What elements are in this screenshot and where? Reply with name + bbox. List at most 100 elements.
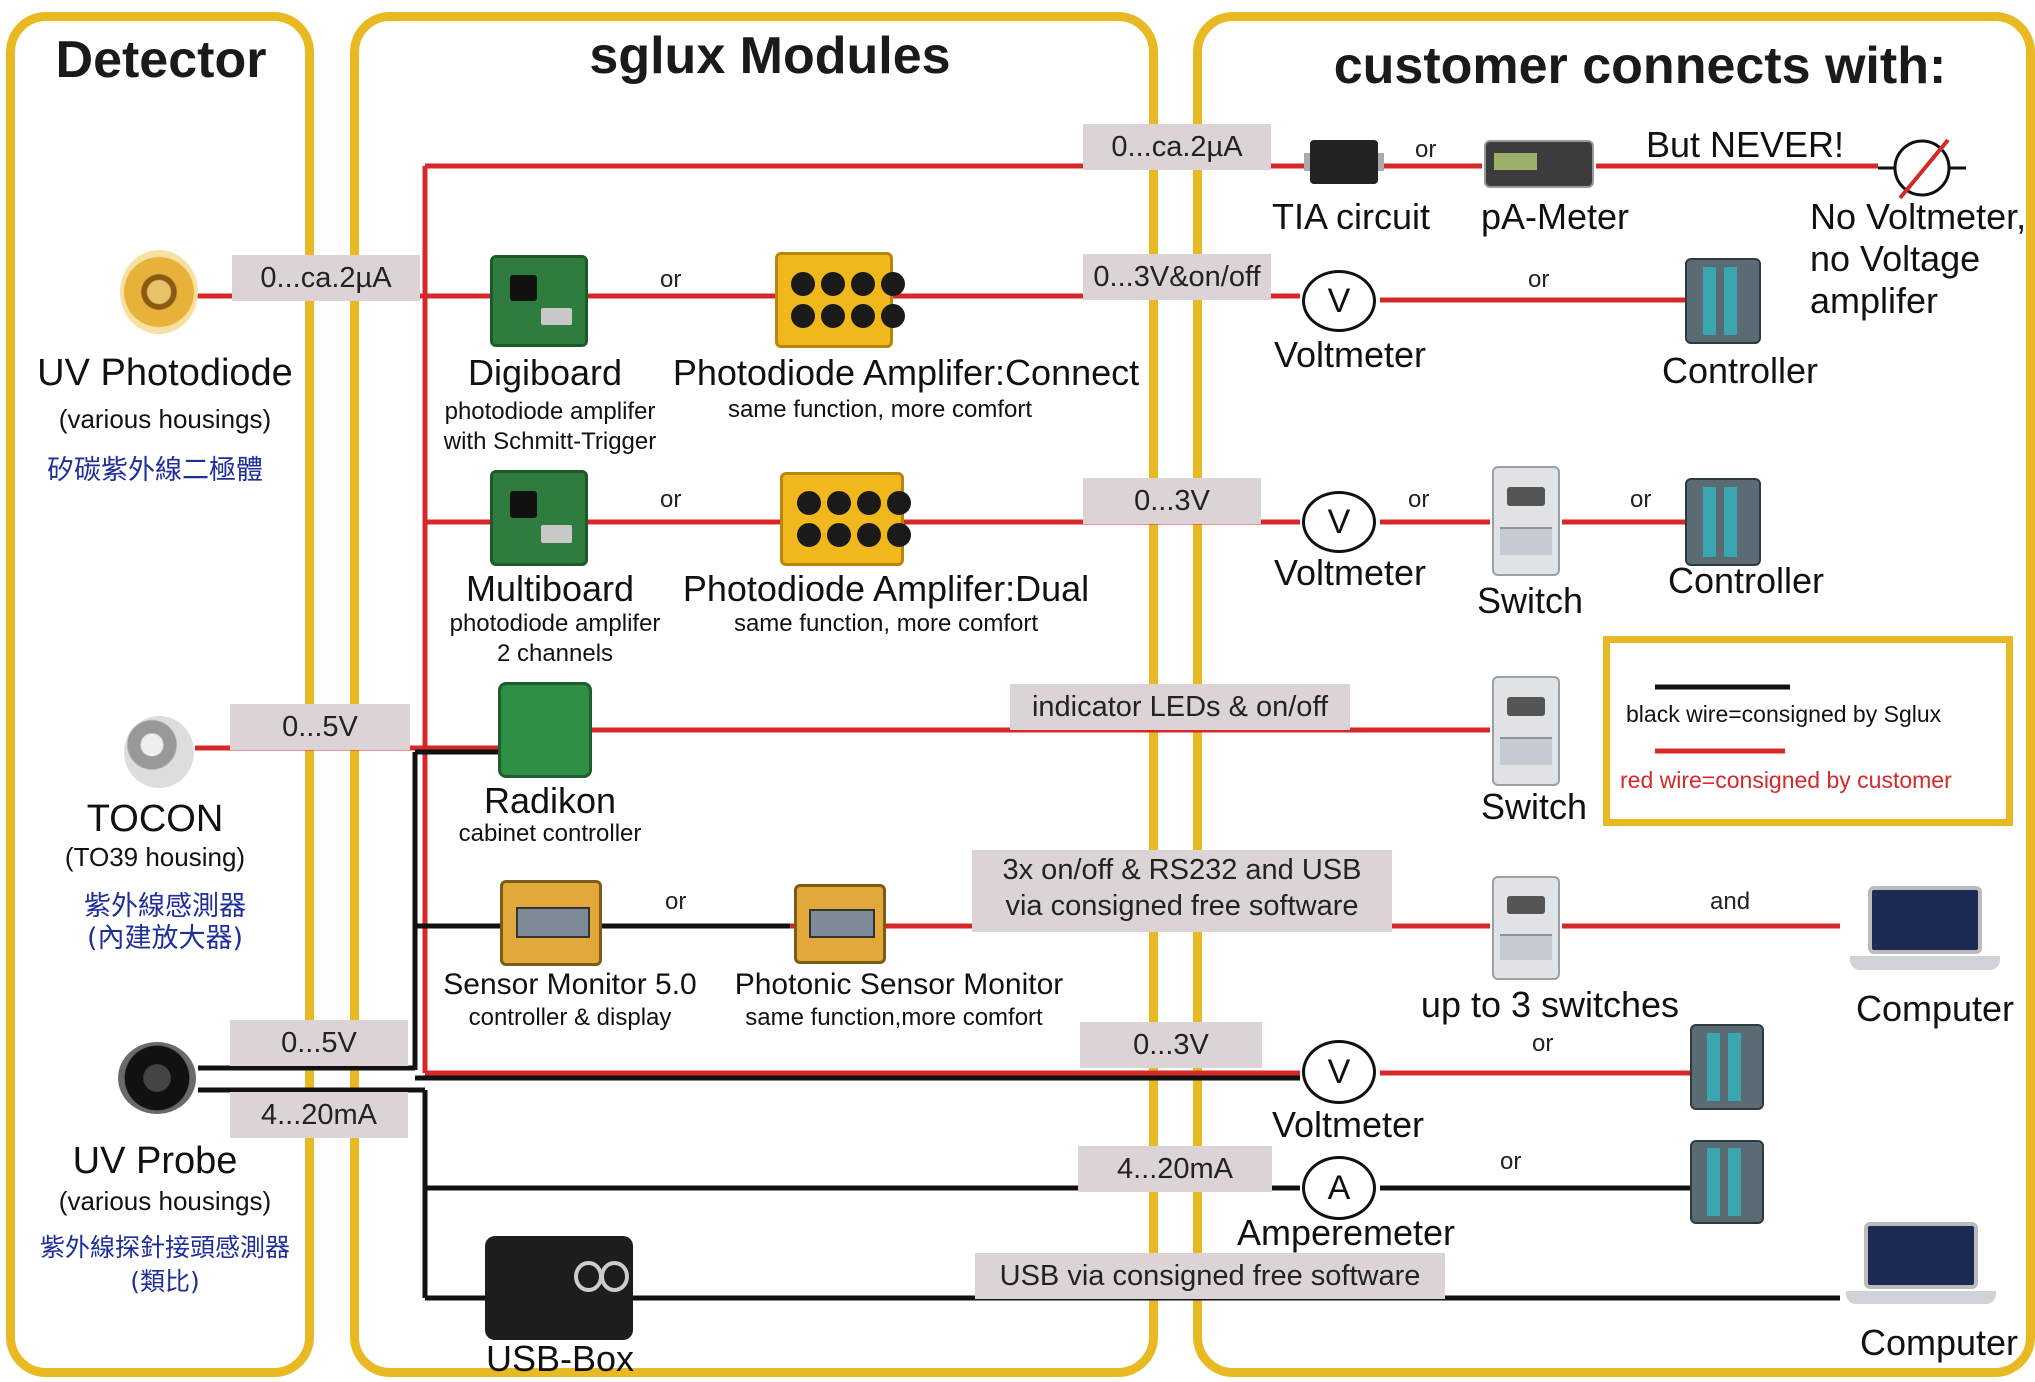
- photonic-monitor-image: [794, 884, 886, 964]
- controller-image-3: [1690, 1024, 1764, 1110]
- voltmeter-symbol-2: V: [1302, 491, 1376, 553]
- signal-tag-pd-out: 0...ca.2µA: [232, 255, 420, 301]
- pa-dual-label: Photodiode Amplifer:Dual: [682, 568, 1090, 609]
- computer-base-1: [1850, 956, 2000, 970]
- photonic-monitor-sub: same function,more comfort: [745, 1004, 1043, 1031]
- no-voltmeter-label-2: no Voltage: [1810, 238, 1981, 279]
- computer-label-2: Computer: [1859, 1322, 2019, 1363]
- legend-black-text: black wire=consigned by Sglux: [1626, 701, 1942, 727]
- controller-image-1: [1685, 258, 1761, 344]
- tocon-sub: (TO39 housing): [64, 842, 246, 872]
- but-never-label: But NEVER!: [1645, 124, 1845, 165]
- radikon-label: Radikon: [483, 780, 617, 821]
- or-amp-customer: or: [1500, 1148, 1522, 1175]
- switch-image-1: [1492, 466, 1560, 576]
- usb-box-image: [485, 1236, 633, 1340]
- voltmeter-symbol-3: V: [1302, 1040, 1376, 1104]
- pa-dual-sub: same function, more comfort: [733, 610, 1039, 637]
- multiboard-image: [490, 470, 588, 566]
- controller-label-1: Controller: [1661, 350, 1819, 391]
- sensor-monitor-image: [500, 880, 602, 966]
- computer-screen-2: [1864, 1222, 1978, 1289]
- voltmeter-symbol-1: V: [1302, 270, 1376, 332]
- signal-tag-volt-line: 0...3V: [1080, 1022, 1262, 1068]
- pa-connect-knobs: [791, 271, 906, 329]
- pa-meter-image: [1484, 140, 1594, 188]
- or-tia: or: [1415, 136, 1437, 163]
- amperemeter-label: Amperemeter: [1236, 1212, 1456, 1253]
- or-multi-customer-1: or: [1408, 486, 1430, 513]
- or-volt-customer: or: [1532, 1030, 1554, 1057]
- pa-connect-label: Photodiode Amplifer:Connect: [672, 352, 1140, 393]
- customer-title: customer connects with:: [1333, 37, 1947, 95]
- controller-label-2: Controller: [1667, 560, 1825, 601]
- signal-tag-probe-ma: 4...20mA: [230, 1092, 408, 1138]
- signal-tag-digi-line: 0...3V&on/off: [1083, 254, 1271, 300]
- uv-probe-cjk-2: (類比): [130, 1267, 200, 1296]
- detector-panel: [6, 12, 314, 1377]
- wire-legend: black wire=consigned by Sglux red wire=c…: [1603, 636, 2013, 826]
- or-multi: or: [660, 486, 682, 513]
- photonic-monitor-label: Photonic Sensor Monitor: [734, 968, 1064, 1001]
- monitor-line-text-1: 3x on/off & RS232 and USB: [1002, 854, 1362, 886]
- tia-circuit-label: TIA circuit: [1271, 196, 1431, 237]
- computer-image-1: [1850, 886, 2000, 986]
- or-digi: or: [660, 266, 682, 293]
- computer-label-1: Computer: [1855, 988, 2015, 1029]
- pa-dual-image: [780, 472, 912, 566]
- switch-label-1: Switch: [1476, 580, 1584, 621]
- voltmeter-label-2: Voltmeter: [1273, 552, 1427, 593]
- uv-photodiode-label: UV Photodiode: [37, 352, 293, 394]
- uv-photodiode-sub: (various housings): [58, 404, 272, 434]
- signal-tag-tocon-out: 0...5V: [230, 704, 410, 750]
- controller-image-4: [1690, 1140, 1764, 1224]
- computer-base-2: [1846, 1290, 1996, 1305]
- switches-image: [1492, 876, 1560, 980]
- tocon-cjk-2: (內建放大器): [86, 923, 244, 954]
- uv-photodiode-image: [120, 250, 198, 334]
- signal-tag-monitor-line: 3x on/off & RS232 and USB via consigned …: [972, 850, 1392, 932]
- switch-label-2: Switch: [1480, 786, 1588, 827]
- modules-title: sglux Modules: [589, 27, 951, 85]
- digiboard-sub-2: with Schmitt-Trigger: [443, 428, 657, 455]
- no-voltmeter-symbol: [1878, 138, 1966, 200]
- controller-image-2: [1685, 478, 1761, 566]
- pa-meter-label: pA-Meter: [1480, 196, 1630, 237]
- signal-tag-multi-line: 0...3V: [1083, 478, 1261, 524]
- tia-circuit-image: [1304, 140, 1384, 184]
- pa-dual-knobs: [797, 491, 912, 547]
- uv-probe-sub: (various housings): [58, 1186, 272, 1216]
- up-to-3-switches-label: up to 3 switches: [1420, 984, 1680, 1025]
- switch-image-2: [1492, 676, 1560, 786]
- digiboard-image: [490, 255, 588, 347]
- digiboard-label: Digiboard: [467, 352, 623, 393]
- tocon-image: [124, 716, 194, 788]
- tocon-cjk-1: 紫外線感測器: [84, 891, 246, 922]
- pa-connect-image: [775, 252, 906, 348]
- signal-tag-amp-line: 4...20mA: [1078, 1146, 1272, 1192]
- computer-image-2: [1846, 1222, 1996, 1320]
- uv-photodiode-cjk: 矽碳紫外線二極體: [47, 455, 263, 486]
- legend-red-text: red wire=consigned by customer: [1620, 767, 1952, 793]
- multiboard-sub-1: photodiode amplifer: [449, 610, 661, 637]
- sensor-monitor-sub: controller & display: [468, 1004, 672, 1031]
- voltmeter-label-1: Voltmeter: [1273, 334, 1427, 375]
- monitor-line-text-2: via consigned free software: [1005, 890, 1359, 922]
- tocon-label: TOCON: [86, 798, 224, 840]
- amperemeter-symbol: A: [1302, 1156, 1376, 1220]
- detector-title: Detector: [55, 31, 267, 89]
- uv-probe-cjk-1: 紫外線探針接頭感測器: [39, 1233, 290, 1262]
- uv-probe-label: UV Probe: [72, 1140, 238, 1182]
- signal-tag-top-line: 0...ca.2µA: [1083, 124, 1271, 170]
- signal-tag-probe-v: 0...5V: [230, 1020, 408, 1066]
- digiboard-sub-1: photodiode amplifer: [444, 398, 656, 425]
- or-digi-customer: or: [1528, 266, 1550, 293]
- computer-screen-1: [1868, 886, 1982, 954]
- radikon-sub: cabinet controller: [458, 820, 642, 847]
- signal-tag-radikon-line: indicator LEDs & on/off: [1010, 684, 1350, 730]
- or-monitor: or: [665, 888, 687, 915]
- legend-swatches: [1655, 684, 1790, 754]
- voltmeter-label-3: Voltmeter: [1271, 1104, 1425, 1145]
- multiboard-sub-2: 2 channels: [496, 640, 614, 667]
- uv-probe-image: [118, 1042, 196, 1114]
